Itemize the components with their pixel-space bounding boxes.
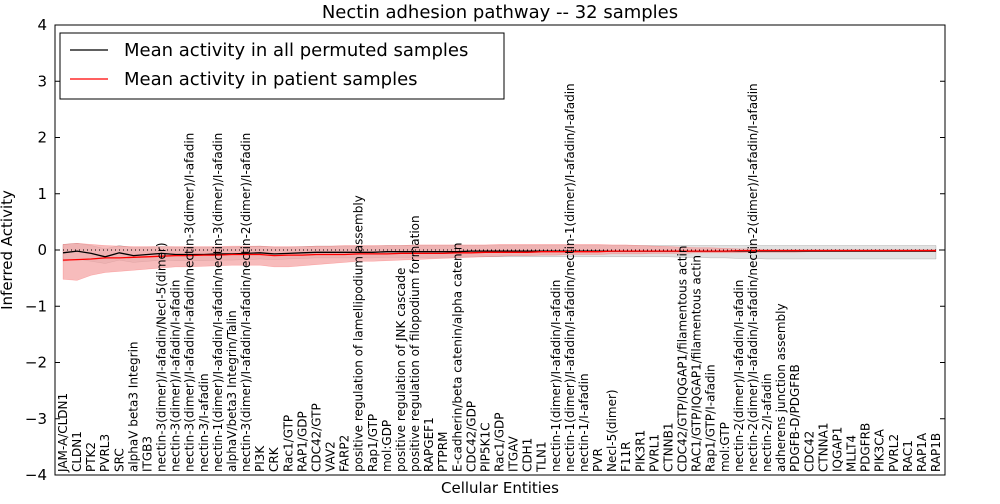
- y-tick-label: −2: [25, 354, 47, 372]
- category-label: CDH1: [521, 438, 535, 472]
- category-label: PIP5K1C: [478, 422, 492, 472]
- category-label: mol:GTP: [718, 422, 732, 472]
- category-label: IQGAP1: [830, 427, 844, 472]
- category-label: nectin-1(dimer)/I-afadin/I-afadin: [549, 280, 563, 472]
- chart-title: Nectin adhesion pathway -- 32 samples: [322, 2, 678, 23]
- y-tick-label: 0: [37, 241, 47, 259]
- category-label: ITGB3: [140, 436, 154, 472]
- category-label: CTNNA1: [816, 422, 830, 472]
- category-label: TLN1: [535, 441, 549, 473]
- category-label: nectin-3/I-afadin: [197, 373, 211, 472]
- category-label: F11R: [619, 441, 633, 472]
- category-label: Necl-5(dimer): [605, 389, 619, 472]
- category-label: Rap1/GTP/I-afadin: [704, 364, 718, 472]
- category-label: PIK3R1: [633, 430, 647, 472]
- category-label: RAC1: [901, 440, 915, 472]
- series-lines: [62, 249, 936, 261]
- category-label: PVRL3: [98, 434, 112, 472]
- category-label: nectin-2(dimer)/I-afadin/I-afadin: [732, 280, 746, 472]
- category-label: E-cadherin/beta catenin/alpha catenin: [450, 242, 464, 472]
- y-axis-label: Inferred Activity: [0, 190, 16, 310]
- category-label: nectin-1/I-afadin: [577, 373, 591, 472]
- category-label: MLLT4: [845, 435, 859, 472]
- category-label: RAP1B: [929, 433, 943, 472]
- category-label: JAM-A/CLDN1: [56, 393, 70, 473]
- confidence-bands: [62, 243, 937, 281]
- category-label: FARP2: [338, 435, 352, 472]
- category-label: Rac1/GDP: [493, 413, 507, 472]
- x-axis-label: Cellular Entities: [441, 479, 559, 497]
- legend: Mean activity in all permuted samples Me…: [59, 32, 505, 100]
- category-label: PVRL2: [887, 434, 901, 472]
- category-label: nectin-3(dimer)/I-afadin/I-afadin: [169, 280, 183, 472]
- y-tick-label: 3: [37, 72, 47, 90]
- legend-label-patient: Mean activity in patient samples: [124, 69, 418, 90]
- category-label: alphaV/beta3 Integrin/Talin: [225, 310, 239, 472]
- category-label: RAP1/GDP: [295, 411, 309, 472]
- category-label: ITGAV: [507, 435, 521, 472]
- category-label: CDC42/GTP: [309, 403, 323, 472]
- category-label: PDGFRB: [859, 423, 873, 472]
- category-label: nectin-2/I-afadin: [760, 373, 774, 472]
- category-label: RAPGEF1: [422, 417, 436, 472]
- category-label: nectin-3(dimer)/I-afadin/I-afadin/nectin…: [239, 133, 253, 472]
- legend-box: [59, 32, 505, 100]
- category-label: PVRL1: [647, 434, 661, 472]
- line-patient-mean: [62, 249, 936, 261]
- y-tick-label: 1: [37, 185, 47, 203]
- category-label: CDC42/GDP: [464, 401, 478, 472]
- category-label: adherens junction assembly: [774, 303, 788, 472]
- category-label: CRK: [267, 446, 281, 472]
- y-tick-label: −3: [25, 410, 47, 428]
- category-label: CLDN1: [70, 431, 84, 472]
- category-label: nectin-2(dimer)/I-afadin/I-afadin/nectin…: [746, 83, 760, 472]
- category-label: nectin-1(dimer)/I-afadin/I-afadin/nectin…: [211, 133, 225, 472]
- category-label: nectin-1(dimer)/I-afadin/I-afadin/nectin…: [563, 83, 577, 472]
- category-label: positive regulation of filopodium format…: [408, 215, 422, 472]
- category-label: PIK3CA: [873, 428, 887, 472]
- category-label: positive regulation of JNK cascade: [394, 268, 408, 472]
- y-tick-label: −1: [25, 297, 47, 315]
- y-tick-label: 4: [37, 16, 47, 34]
- category-label: CDC42/GTP/IQGAP1/filamentous actin: [676, 246, 690, 472]
- category-label: alphaV beta3 Integrin: [126, 341, 140, 472]
- category-label: SRC: [112, 448, 126, 472]
- y-axis-ticks: −4 −3 −2 −1 0 1 2 3 4: [25, 16, 945, 484]
- y-tick-label: 2: [37, 129, 47, 147]
- category-label: PDGFB-D/PDGFRB: [788, 364, 802, 472]
- category-label: CDC42: [802, 431, 816, 472]
- category-label: Rap1/GTP: [366, 414, 380, 472]
- category-label: VAV2: [324, 441, 338, 472]
- category-label: PTPRM: [436, 432, 450, 473]
- category-label: CTNNB1: [661, 422, 675, 472]
- category-label: nectin-3(dimer)/I-afadin/I-afadin/nectin…: [183, 133, 197, 472]
- category-label: PVR: [591, 448, 605, 472]
- legend-label-permuted: Mean activity in all permuted samples: [124, 40, 468, 61]
- category-label: mol:GDP: [380, 420, 394, 472]
- category-label: PTK2: [84, 442, 98, 472]
- category-label: PI3K: [253, 445, 267, 472]
- category-label: RAC1/GTP/IQGAP1/filamentous actin: [690, 255, 704, 472]
- category-label: positive regulation of lamellipodium ass…: [352, 195, 366, 472]
- y-tick-label: −4: [25, 466, 47, 484]
- category-label: Rac1/GTP: [281, 415, 295, 472]
- category-label: nectin-3(dimer)/I-afadin/Necl-5(dimer): [155, 242, 169, 472]
- category-label: RAP1A: [915, 432, 929, 472]
